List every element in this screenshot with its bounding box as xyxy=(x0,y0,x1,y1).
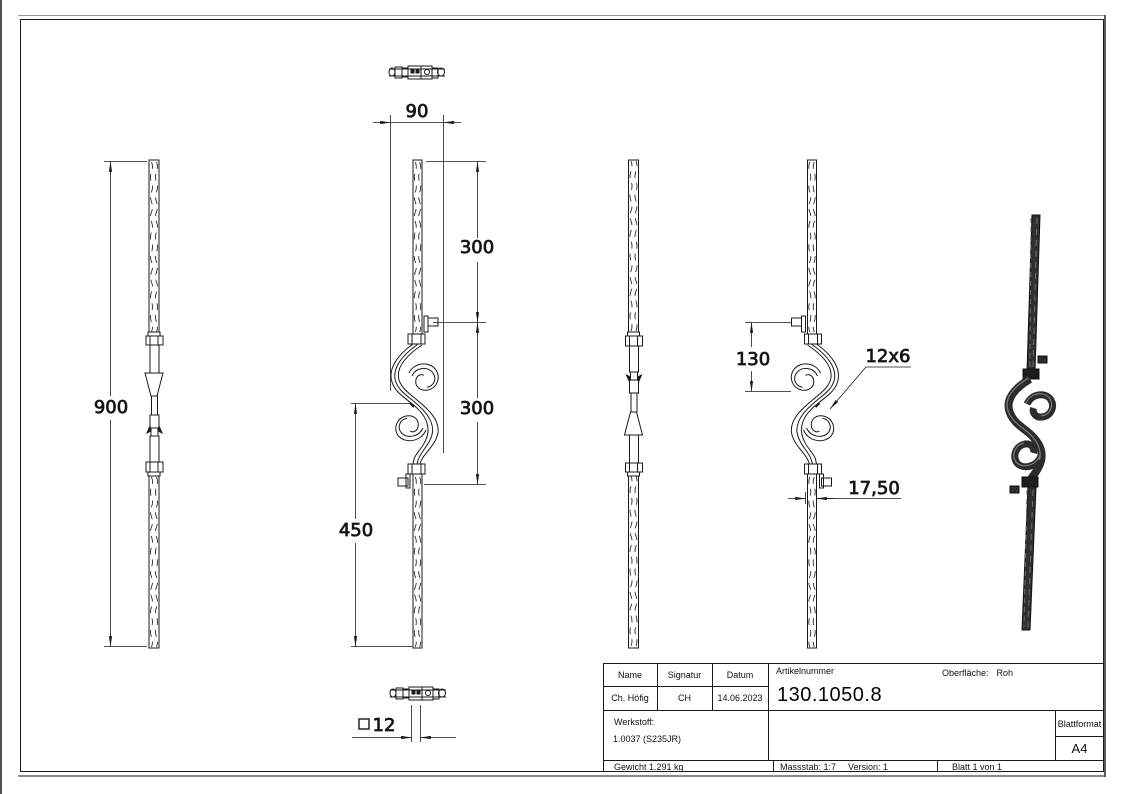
sheet-edge-right xyxy=(1104,15,1106,777)
dim-material-text: 12x6 xyxy=(865,346,910,367)
dim-offset-text: 130 xyxy=(736,349,770,370)
format-label: Blattformat xyxy=(1057,718,1102,729)
name-value: Ch. Höfig xyxy=(611,693,649,703)
top-hook xyxy=(423,315,429,333)
sheet-edge-left xyxy=(0,0,2,794)
part-top-view xyxy=(388,65,445,80)
dim-lower-text: 450 xyxy=(339,520,373,541)
date-label: Datum xyxy=(726,669,754,680)
surface-value: Roh xyxy=(996,668,1014,678)
article-number: 130.1050.8 xyxy=(777,683,883,706)
view-side-left xyxy=(144,159,164,649)
dim-square-text: 12 xyxy=(373,715,396,736)
version-value: Version: 1 xyxy=(848,761,889,772)
square-symbol-icon xyxy=(358,718,370,730)
dim-lower-450: 450 xyxy=(338,403,412,647)
dim-width-90: 90 xyxy=(373,101,461,453)
signature-label: Signatur xyxy=(667,669,702,680)
sheet-edge-top xyxy=(18,15,1106,16)
top-collar xyxy=(407,333,426,345)
bottom-hook xyxy=(405,473,411,489)
sheet-edge-bottom xyxy=(18,775,1106,777)
dim-overall-text: 900 xyxy=(94,397,128,418)
dim-hook-offset-1750: 17,50 xyxy=(788,478,901,504)
bottom-collar xyxy=(407,463,426,475)
sheet-count: Blatt 1 von 1 xyxy=(952,761,1003,772)
weight-value: Gewicht 1.291 kg xyxy=(614,761,684,772)
material-label: Werkstoff: xyxy=(614,717,655,727)
name-label: Name xyxy=(617,669,642,680)
part-bottom-view xyxy=(389,686,447,701)
drawing-frame xyxy=(20,19,1104,772)
dim-overall-900: 900 xyxy=(93,161,147,647)
format-value: A4 xyxy=(1071,740,1088,756)
dim-square-12: 12 xyxy=(352,705,456,742)
material-value: 1.0037 (S235JR) xyxy=(613,734,682,744)
article-label: Artikelnummer xyxy=(776,666,835,676)
dimensions: 900 90 300 xyxy=(93,101,911,742)
surface-label: Oberfläche: xyxy=(942,668,989,678)
dim-scroll-300: 300 xyxy=(424,322,495,485)
scale-value: Massstab: 1:7 xyxy=(780,761,837,772)
dim-width-text: 90 xyxy=(406,101,429,122)
dim-upper-300: 300 xyxy=(426,161,495,323)
view-rendered xyxy=(1004,214,1057,631)
date-value: 14.06.2023 xyxy=(717,693,763,703)
view-front-mirrored xyxy=(791,160,838,648)
dim-hook-offset-text: 17,50 xyxy=(848,478,900,499)
dim-offset-130: 130 xyxy=(735,322,791,392)
dim-scroll-text: 300 xyxy=(460,398,494,419)
view-front xyxy=(390,159,439,649)
dim-upper-text: 300 xyxy=(460,237,494,258)
dim-material-12x6: 12x6 xyxy=(829,346,911,410)
signature-value: CH xyxy=(678,693,691,703)
view-side-right xyxy=(625,160,643,648)
